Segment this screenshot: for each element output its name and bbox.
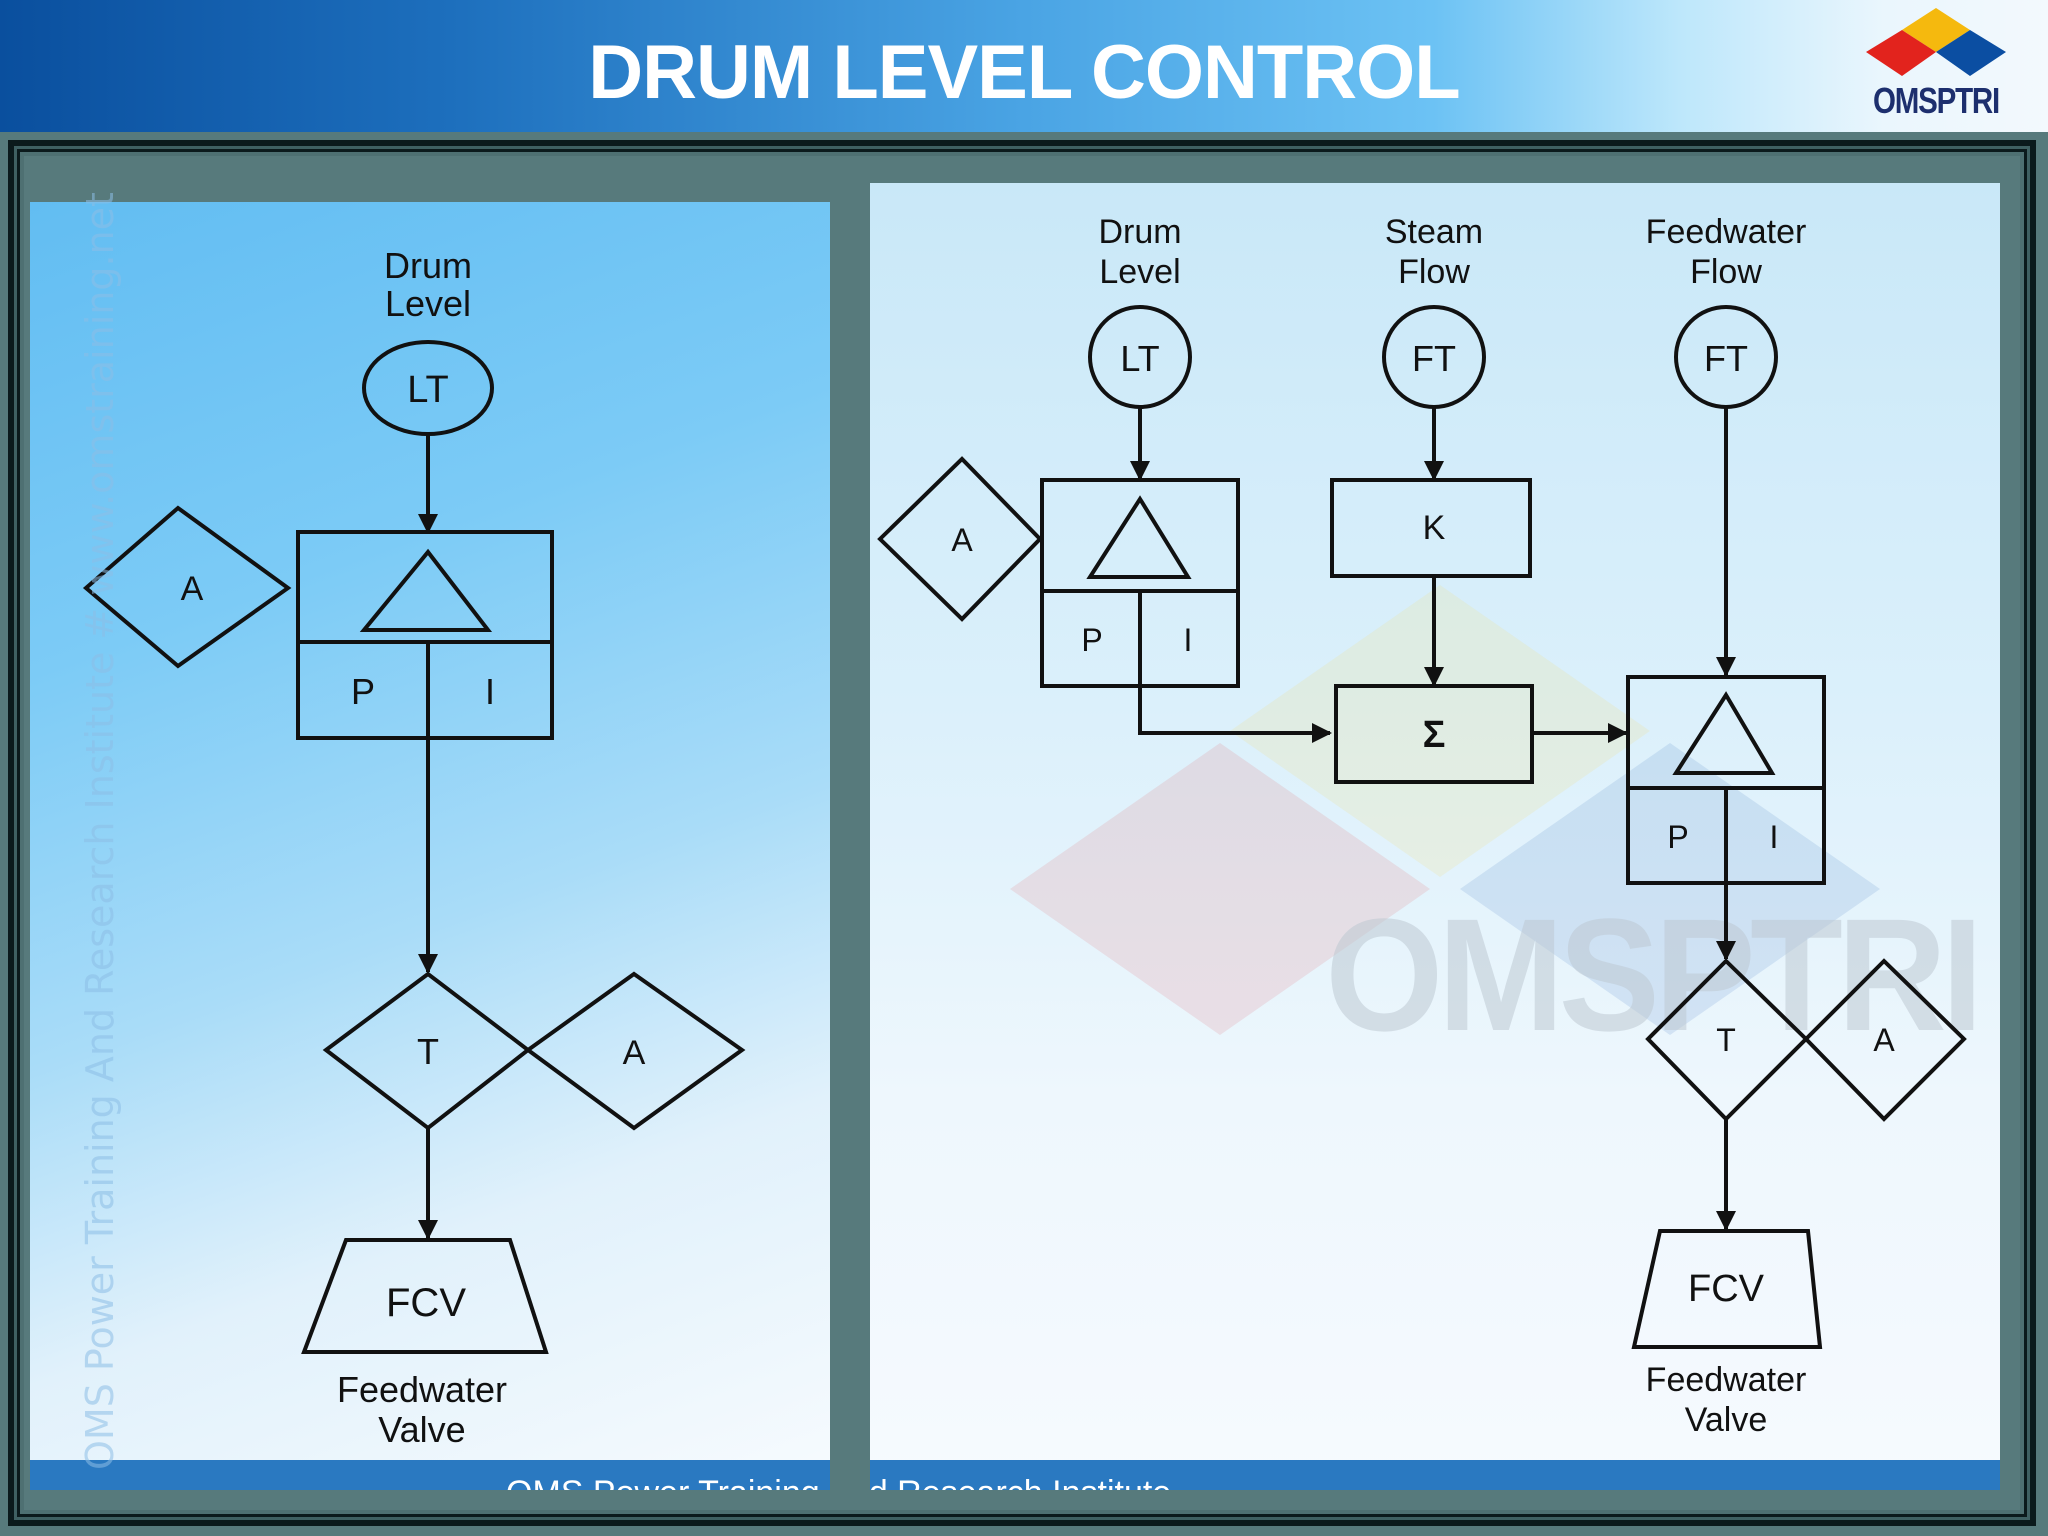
feedwater-flow-transmitter-tag: FT	[1704, 338, 1748, 379]
frame-border	[8, 140, 2036, 1526]
feedwater-flow-label-line1: Feedwater	[1646, 213, 1807, 251]
steam-flow-transmitter-tag: FT	[1412, 338, 1456, 379]
footer-text-right: OMS Power Training And Research Institut…	[870, 1474, 1171, 1490]
auto-station-diamond-2	[524, 971, 746, 1131]
level-transmitter-tag: LT	[1120, 338, 1159, 379]
input-label-line2: Level	[385, 283, 471, 324]
transmitter-tag: LT	[407, 369, 449, 411]
controller-mode-p: P	[351, 671, 375, 712]
drum-level-label-line2: Level	[1099, 253, 1180, 291]
transfer-auto-label: A	[1873, 1022, 1895, 1058]
slide-title: DRUM LEVEL CONTROL	[588, 30, 1460, 115]
logo-diamonds-icon	[1866, 8, 2006, 76]
footer-bar-left: OMS Power Training And Research Institut…	[30, 1460, 830, 1490]
three-element-diagram: Drum Level LT Steam Flow FT Feedwater Fl…	[877, 213, 1967, 1439]
omsptri-logo: OMSPTRI	[1856, 4, 2016, 122]
transfer-station-label: T	[417, 1031, 439, 1072]
summer-block-label: Σ	[1423, 714, 1446, 756]
gain-block-label: K	[1423, 509, 1446, 547]
final-label-line2: Valve	[1685, 1401, 1768, 1439]
final-label-line2: Valve	[378, 1409, 465, 1450]
transfer-auto-diamond	[1803, 958, 1967, 1122]
single-element-diagram: Drum Level LT A P I T A FCV Feedwater Va…	[82, 245, 746, 1450]
flow-controller-mode-p: P	[1667, 819, 1688, 855]
flow-controller-mode-i: I	[1770, 819, 1779, 855]
level-controller-mode-i: I	[1184, 622, 1193, 658]
final-label-line1: Feedwater	[1646, 1361, 1807, 1399]
feedwater-flow-label-line2: Flow	[1690, 253, 1762, 291]
final-element-tag: FCV	[386, 1281, 466, 1325]
three-element-diagram-panel: OMSPTRI	[870, 183, 2000, 1490]
logo-text: OMSPTRI	[1873, 80, 2000, 121]
side-watermark: OMS Power Training And Research Institut…	[78, 192, 122, 1470]
slide-header: DRUM LEVEL CONTROL OMSPTRI	[0, 0, 2048, 132]
transfer-station-label: T	[1716, 1022, 1736, 1058]
footer-bar-right: OMS Power Training And Research Institut…	[870, 1460, 2000, 1490]
controller-box	[296, 530, 554, 740]
level-auto-station-label: A	[951, 522, 973, 558]
final-element-tag: FCV	[1688, 1268, 1765, 1310]
drum-level-label-line1: Drum	[1098, 213, 1181, 251]
gain-block	[1330, 478, 1532, 578]
controller-mode-i: I	[485, 671, 495, 712]
final-label-line1: Feedwater	[337, 1369, 507, 1410]
control-valve-trapezoid	[1631, 1229, 1823, 1349]
control-valve-trapezoid	[301, 1238, 549, 1354]
transfer-auto-label: A	[623, 1034, 646, 1072]
steam-flow-label-line1: Steam	[1385, 213, 1483, 251]
footer-text-left: OMS Power Training And Research Institut…	[506, 1474, 830, 1490]
input-label-line1: Drum	[384, 245, 472, 286]
level-controller-mode-p: P	[1081, 622, 1102, 658]
single-element-diagram-panel: Drum Level LT A P I T A FCV Feedwater Va…	[30, 202, 830, 1490]
auto-station-label: A	[181, 570, 204, 608]
steam-flow-label-line2: Flow	[1398, 253, 1470, 291]
watermark-diamonds-icon	[1010, 585, 1880, 1035]
auto-station-diamond	[82, 505, 292, 669]
